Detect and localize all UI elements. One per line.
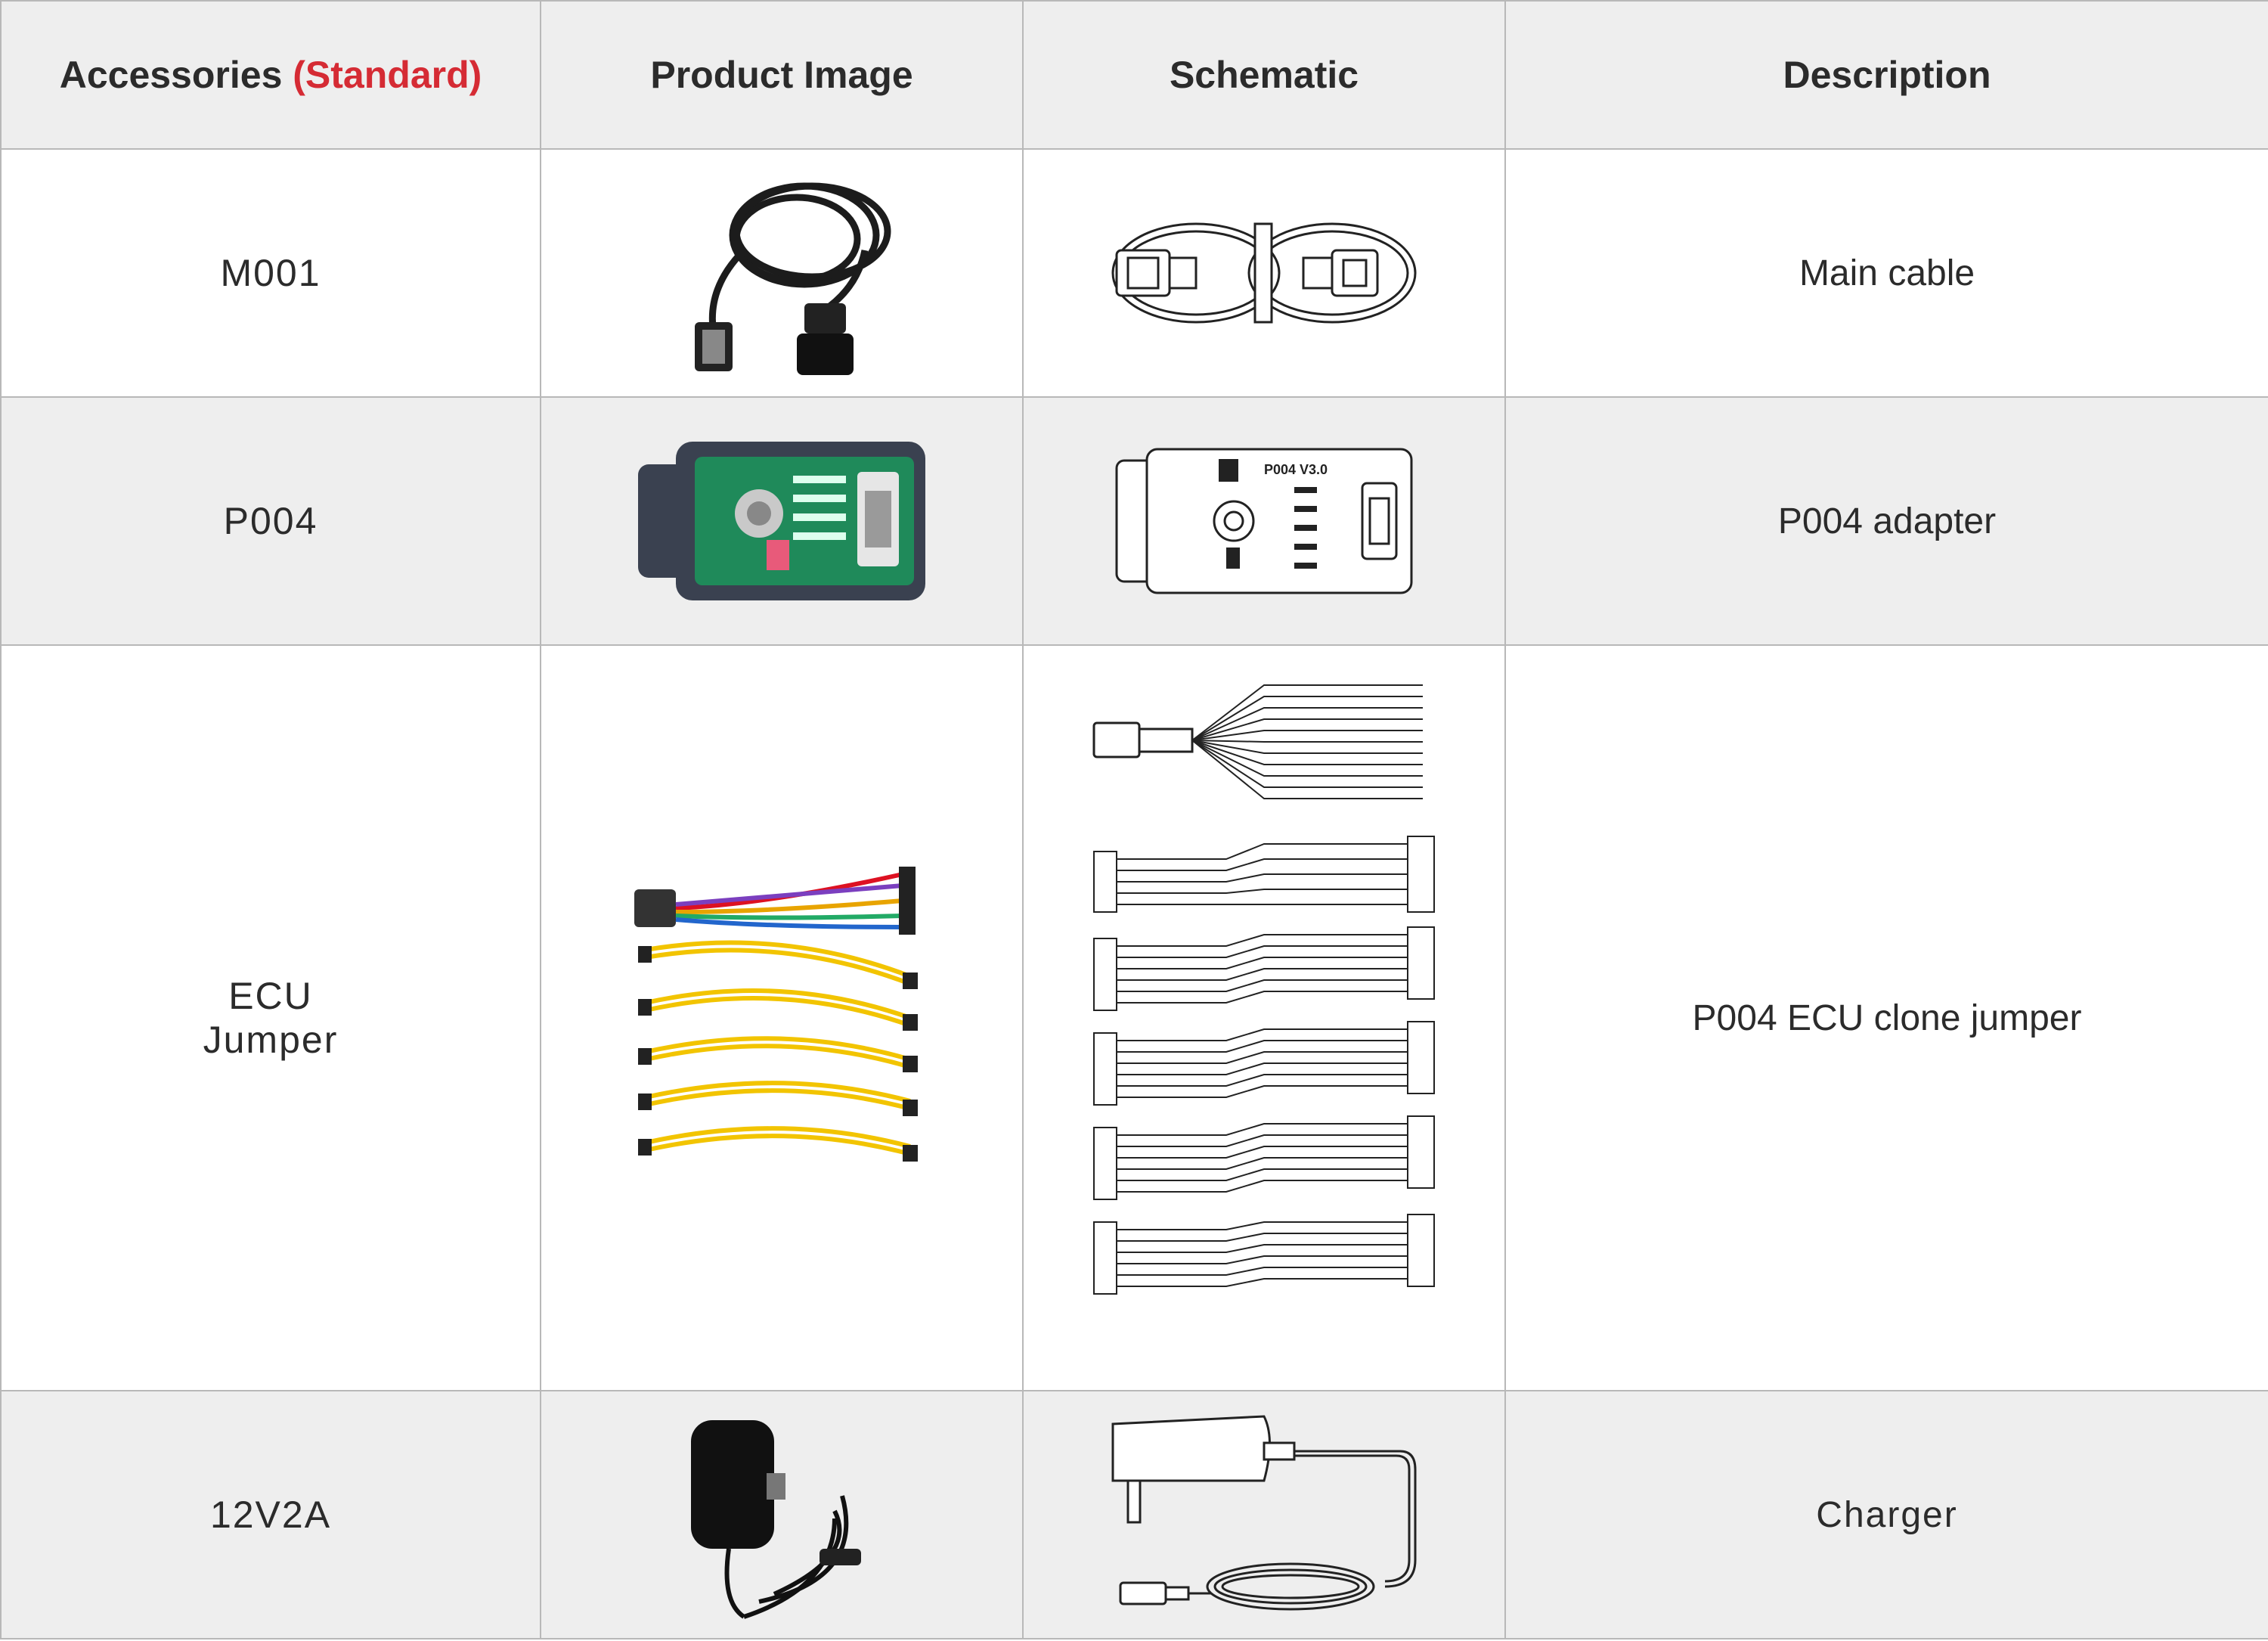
schematic-cell bbox=[1022, 148, 1506, 398]
charger-schematic-icon bbox=[1111, 1415, 1417, 1611]
jumper-wires-schematic-icon bbox=[1092, 684, 1435, 1295]
header-accessories-label: Accessories bbox=[59, 54, 283, 96]
jumper-wires-photo-icon bbox=[634, 867, 918, 1162]
product-image-cell bbox=[540, 1390, 1024, 1639]
table-row: P004 bbox=[0, 396, 2268, 646]
table-row: M001 bbox=[0, 148, 2268, 398]
header-description: Description bbox=[1504, 0, 2268, 150]
schematic-cell: P004 V3.0 bbox=[1022, 396, 1506, 646]
schematic-cell bbox=[1022, 644, 1506, 1391]
adapter-schematic-icon: P004 V3.0 bbox=[1115, 448, 1413, 594]
cable-schematic-icon bbox=[1111, 222, 1417, 324]
product-image-cell bbox=[540, 644, 1024, 1391]
product-image-cell bbox=[540, 148, 1024, 398]
header-schematic: Schematic bbox=[1022, 0, 1506, 150]
header-product-image: Product Image bbox=[540, 0, 1024, 150]
description-cell: Charger bbox=[1504, 1390, 2268, 1639]
adapter-schematic-label: P004 V3.0 bbox=[1264, 462, 1328, 477]
accessory-cell: M001 bbox=[0, 148, 541, 398]
table-row: ECU Jumper bbox=[0, 644, 2268, 1391]
header-accessories: Accessories (Standard) bbox=[0, 0, 541, 150]
obd-cable-photo-icon bbox=[695, 182, 891, 375]
description-cell: Main cable bbox=[1504, 148, 2268, 398]
header-standard-tag: (Standard) bbox=[293, 54, 482, 96]
accessory-cell: 12V2A bbox=[0, 1390, 541, 1639]
accessory-name-line-2: Jumper bbox=[203, 1019, 339, 1061]
description-cell: P004 adapter bbox=[1504, 396, 2268, 646]
power-adapter-photo-icon bbox=[691, 1420, 861, 1619]
table-row: 12V2A bbox=[0, 1390, 2268, 1639]
adapter-board-photo-icon bbox=[638, 442, 925, 600]
schematic-cell bbox=[1022, 1390, 1506, 1639]
accessory-name-line-1: ECU bbox=[228, 975, 313, 1017]
accessory-cell: ECU Jumper bbox=[0, 644, 541, 1391]
accessory-cell: P004 bbox=[0, 396, 541, 646]
table-header-row: Accessories (Standard) Product Image Sch… bbox=[0, 0, 2268, 150]
product-image-cell bbox=[540, 396, 1024, 646]
description-cell: P004 ECU clone jumper bbox=[1504, 644, 2268, 1391]
